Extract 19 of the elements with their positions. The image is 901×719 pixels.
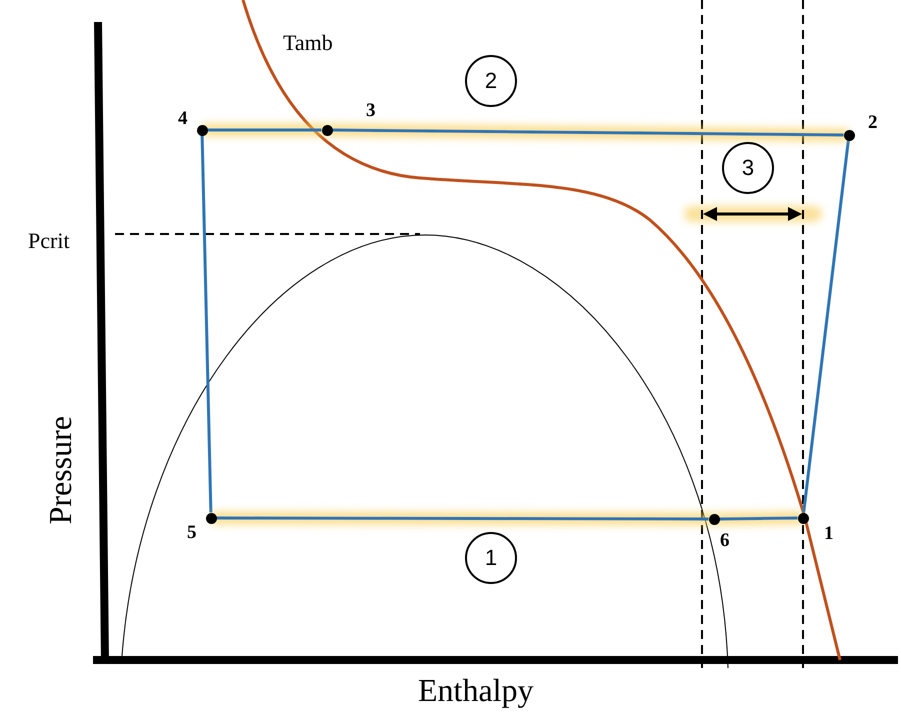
- isotherm-label: Tamb: [283, 30, 333, 56]
- highlighted-cycle-line: [216, 516, 708, 520]
- cycle-line: [200, 135, 212, 513]
- cycle-line: [802, 140, 850, 513]
- point-number: 5: [187, 523, 196, 543]
- axis-title: Pressure: [42, 416, 78, 524]
- point-number: 3: [366, 101, 376, 121]
- step-number: 2: [465, 55, 517, 107]
- axis-title: Enthalpy: [418, 672, 534, 709]
- step-number: 3: [722, 142, 774, 194]
- point-number: 6: [720, 531, 730, 551]
- point-number: 4: [178, 109, 188, 129]
- axis-tick-label: Pcrit: [28, 228, 70, 254]
- highlighted-cycle-line: [719, 516, 798, 520]
- highlighted-cycle-line: [332, 128, 844, 136]
- point-number: 1: [824, 524, 834, 544]
- point-number: 2: [868, 113, 878, 133]
- highlighted-cycle-line: [208, 128, 322, 132]
- step-number: 1: [465, 532, 517, 584]
